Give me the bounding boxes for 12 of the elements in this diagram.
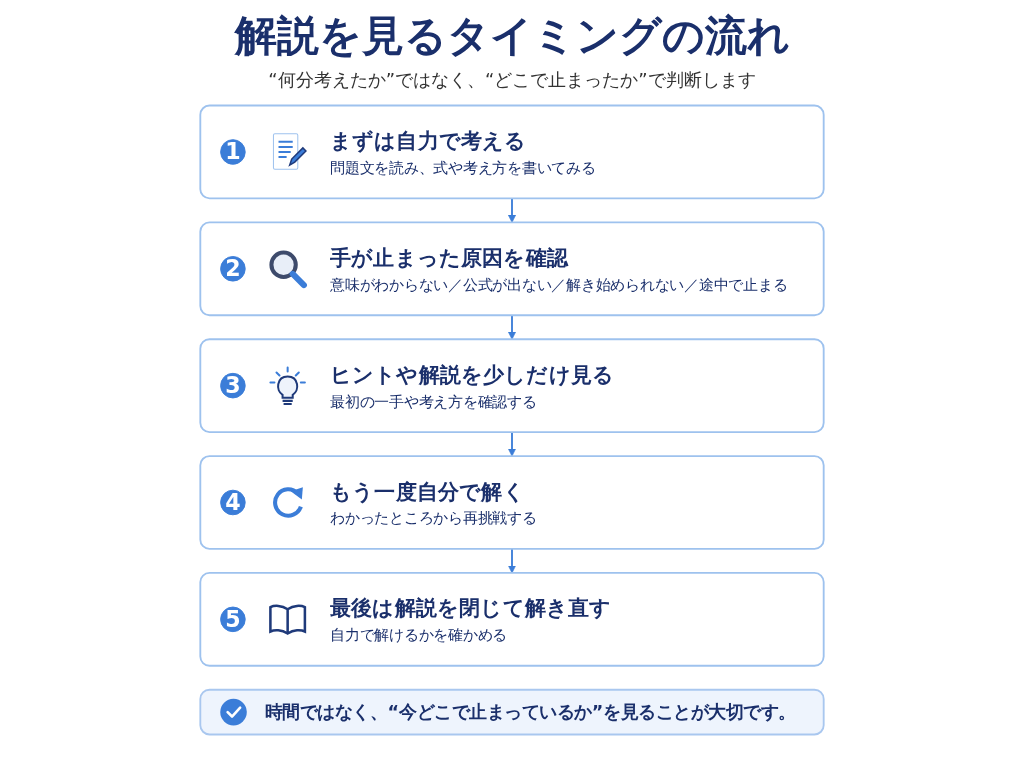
arrow (507, 431, 517, 457)
node-circle: 2 (220, 256, 246, 282)
node-box: 時間ではなく、“今どこで止まっているか”を見ることが大切です。 (199, 688, 825, 736)
node-circle: 1 (220, 139, 246, 165)
node-circle: 5 (220, 606, 246, 633)
arrow (507, 314, 517, 340)
arrow (507, 197, 517, 223)
subtitle: “何分考えたか”ではなく、“どこで止まったか”で判断します (268, 68, 756, 92)
arrow (507, 548, 517, 574)
diagram-title: 解説を見るタイミングの流れ (234, 10, 790, 62)
node-circle: 4 (220, 489, 246, 516)
node-circle: 3 (220, 372, 246, 399)
